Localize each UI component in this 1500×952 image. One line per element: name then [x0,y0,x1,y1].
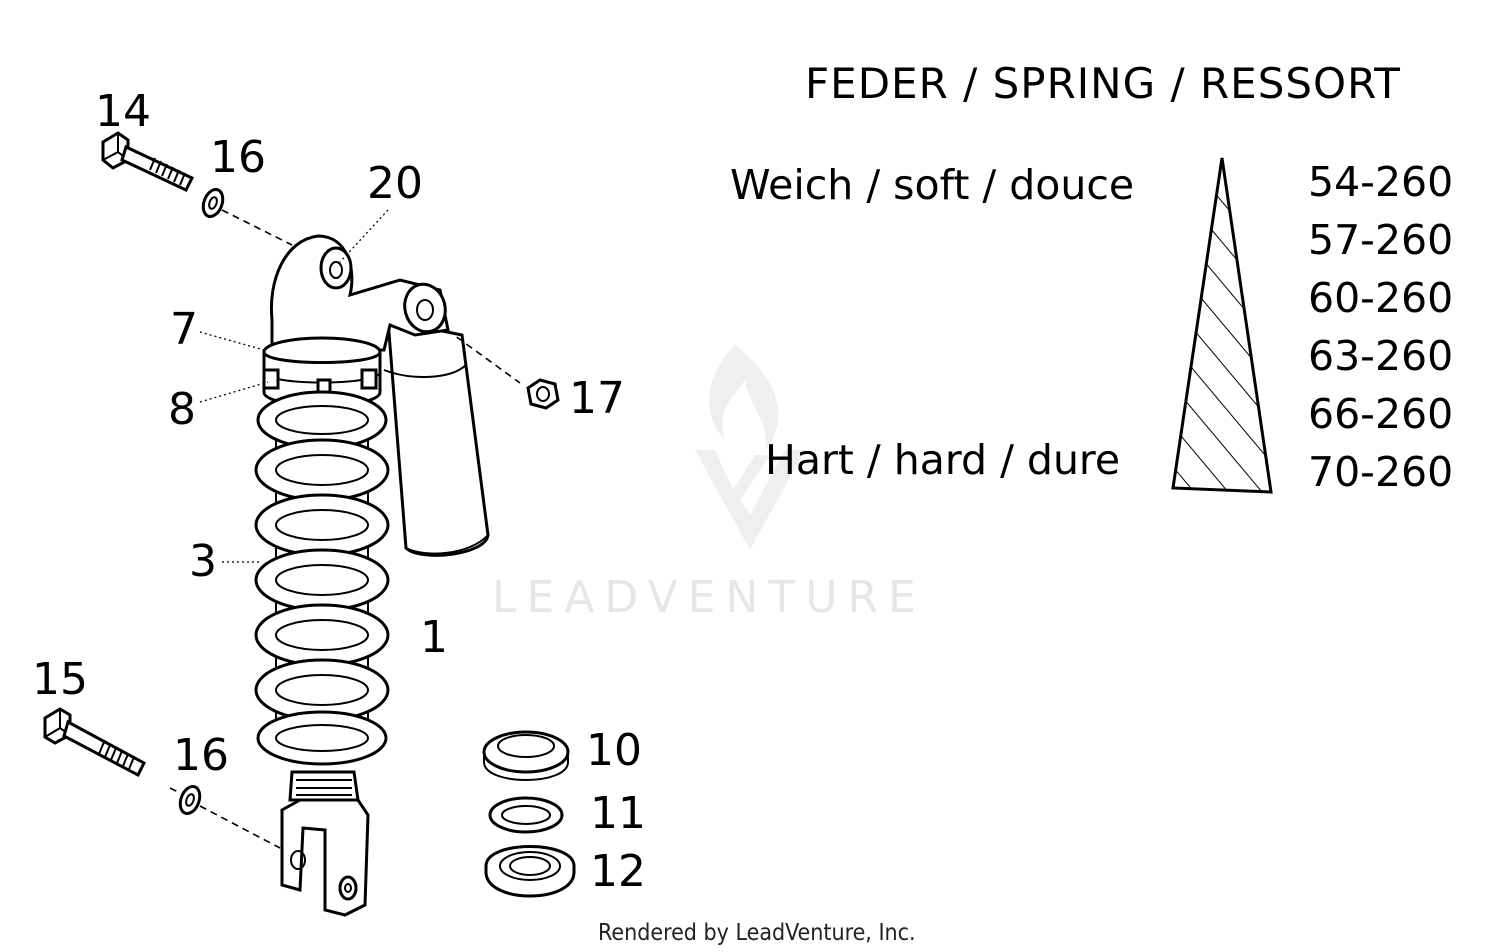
footer-credit: Rendered by LeadVenture, Inc. [598,920,916,946]
rate-3: 60-260 [1308,274,1453,322]
callout-10: 10 [586,725,642,776]
preload-collar [262,336,382,407]
spring-table: FEDER / SPRING / RESSORT Weich / soft / … [730,59,1453,496]
stiffness-wedge-icon [1171,157,1273,494]
leader-20 [339,209,389,263]
callout-7: 7 [170,304,198,355]
leader-8 [199,381,269,403]
bolt-15 [43,707,146,778]
bolt-14 [101,131,195,192]
callout-20: 20 [367,158,423,209]
rate-2: 57-260 [1308,216,1453,264]
shock-top-mount [269,234,450,352]
v-logo-icon [695,450,805,550]
callout-11: 11 [590,788,646,839]
reservoir [383,318,490,557]
rate-1: 54-260 [1308,158,1453,206]
seal-ring-11 [488,796,564,834]
spring-3 [254,390,390,766]
callout-14: 14 [95,86,151,137]
callout-16-top: 16 [210,132,266,183]
rate-4: 63-260 [1308,332,1453,380]
seal-ring-10 [482,730,570,781]
washer-16-top [201,187,225,219]
callout-15: 15 [32,654,88,705]
callout-12: 12 [590,846,646,897]
watermark-text: LEADVENTURE [492,572,926,623]
leader-7 [199,331,265,351]
soft-label: Weich / soft / douce [730,161,1134,209]
washer-16-bottom [178,784,202,816]
seal-ring-12 [484,845,576,898]
rate-5: 66-260 [1308,390,1453,438]
rate-6: 70-260 [1308,448,1453,496]
callout-16-bottom: 16 [173,730,229,781]
callout-8: 8 [168,384,196,435]
callout-3: 3 [189,536,217,587]
leadventure-watermark: LEADVENTURE [492,345,926,623]
hard-label: Hart / hard / dure [765,436,1120,484]
callout-1: 1 [420,612,448,663]
shock-lower-clevis [280,770,370,917]
flame-logo-icon [709,345,779,450]
callout-17: 17 [569,373,625,424]
spring-table-title: FEDER / SPRING / RESSORT [805,59,1401,108]
nut-17 [526,378,560,410]
